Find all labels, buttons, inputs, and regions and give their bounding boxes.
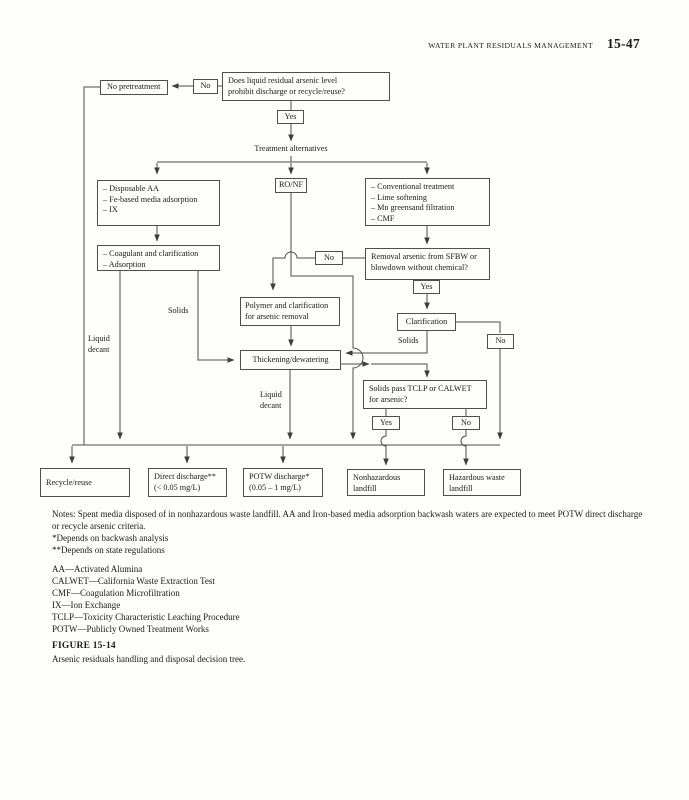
node-yes-label-1: Yes — [277, 110, 304, 124]
notes-double-star: **Depends on state regulations — [52, 545, 165, 555]
notes-main: Notes: Spent media disposed of in nonhaz… — [52, 509, 643, 531]
abbr-potw: POTW—Publicly Owned Treatment Works — [52, 624, 209, 634]
notes-block: Notes: Spent media disposed of in nonhaz… — [52, 508, 644, 556]
node-no-pretreatment: No pretreatment — [100, 80, 168, 95]
node-clarification: Clarification — [397, 313, 456, 331]
node-no-label-2: No — [315, 251, 343, 265]
page-header: WATER PLANT RESIDUALS MANAGEMENT 15-47 — [428, 36, 640, 52]
label-solids-right: Solids — [398, 336, 419, 345]
abbr-ix: IX—Ion Exchange — [52, 600, 121, 610]
node-potw-discharge: POTW discharge* (0.05 – 1 mg/L) — [243, 468, 323, 497]
label-liquid-decant-mid: Liquid decant — [260, 390, 282, 410]
node-hazardous-landfill: Hazardous waste landfill — [443, 469, 521, 496]
figure-caption: Arsenic residuals handling and disposal … — [52, 654, 246, 664]
node-thickening-dewatering: Thickening/dewatering — [240, 350, 341, 370]
page-number: 15-47 — [607, 36, 640, 51]
abbr-cmf: CMF—Coagulation Microfiltration — [52, 588, 180, 598]
abbr-aa: AA—Activated Alumina — [52, 564, 143, 574]
node-coagulant-clarification: – Coagulant and clarification – Adsorpti… — [97, 245, 220, 271]
notes-star: *Depends on backwash analysis — [52, 533, 169, 543]
node-ro-nf: RO/NF — [275, 178, 307, 193]
node-nonhazardous-landfill: Nonhazardous landfill — [347, 469, 425, 496]
node-conventional-options: – Conventional treatment – Lime softenin… — [365, 178, 490, 226]
node-polymer-clarification: Polymer and clarification for arsenic re… — [240, 297, 340, 326]
node-question-arsenic-level: Does liquid residual arsenic level prohi… — [222, 72, 390, 101]
label-solids-left: Solids — [168, 306, 189, 315]
label-liquid-decant-left: Liquid decant — [88, 334, 110, 354]
node-yes-label-2: Yes — [413, 280, 440, 294]
node-adsorption-options: – Disposable AA – Fe-based media adsorpt… — [97, 180, 220, 226]
node-no-label-1: No — [193, 79, 218, 94]
node-no-label-3: No — [487, 334, 514, 349]
node-no-label-4: No — [452, 416, 480, 430]
abbr-tclp: TCLP—Toxicity Characteristic Leaching Pr… — [52, 612, 240, 622]
node-direct-discharge: Direct discharge** (< 0.05 mg/L) — [148, 468, 227, 497]
node-yes-label-3: Yes — [372, 416, 400, 430]
running-title: WATER PLANT RESIDUALS MANAGEMENT — [428, 41, 593, 50]
figure-label: FIGURE 15-14 — [52, 641, 116, 651]
abbr-calwet: CALWET—California Waste Extraction Test — [52, 576, 215, 586]
label-treatment-alternatives: Treatment alternatives — [254, 144, 328, 153]
abbreviation-list: AA—Activated Alumina CALWET—California W… — [52, 563, 472, 635]
node-question-tclp-calwet: Solids pass TCLP or CALWET for arsenic? — [363, 380, 487, 409]
node-recycle-reuse: Recycle/reuse — [40, 468, 130, 497]
node-question-sfbw-removal: Removal arsenic from SFBW or blowdown wi… — [365, 248, 490, 280]
